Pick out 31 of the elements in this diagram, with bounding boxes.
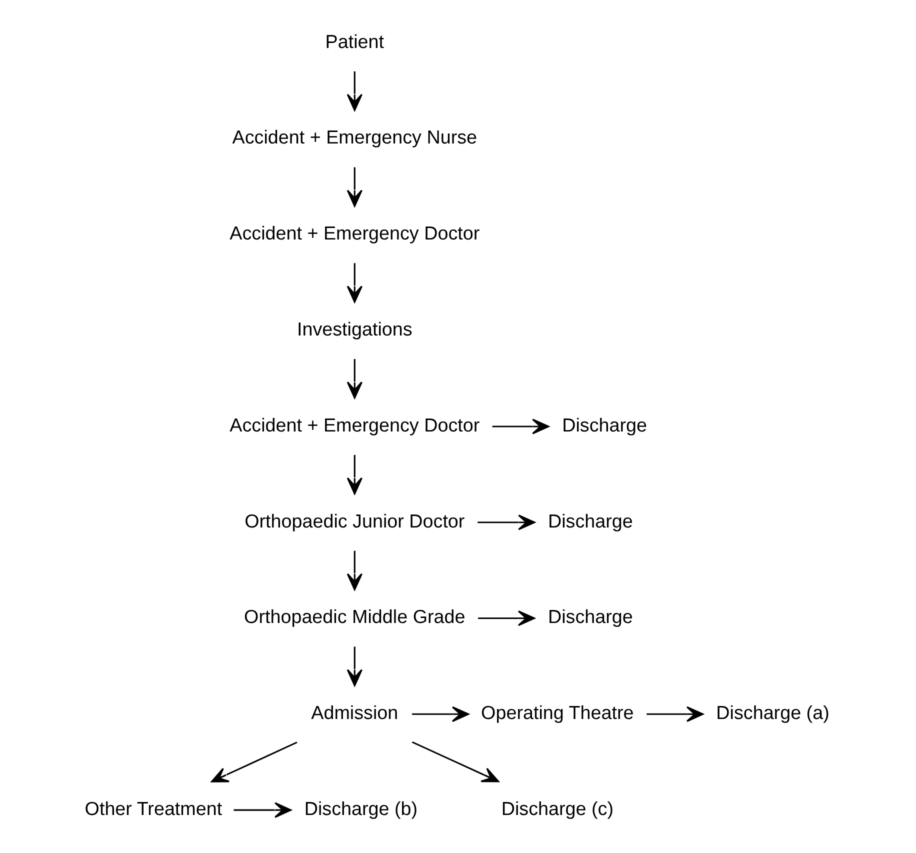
node-text: Orthopaedic Junior Doctor	[244, 510, 465, 532]
arrow	[346, 454, 363, 495]
node-text: Discharge	[548, 606, 633, 628]
node-text: Accident + Emergency Doctor	[230, 414, 480, 436]
arrow	[346, 71, 363, 111]
arrow	[478, 514, 536, 530]
node-text: Discharge	[562, 414, 648, 436]
node-text: Discharge (c)	[501, 798, 614, 819]
arrow	[478, 610, 536, 626]
arrow	[234, 802, 292, 818]
arrow	[492, 418, 550, 434]
node-text: Orthopaedic Middle Grade	[244, 606, 466, 628]
arrow	[346, 359, 363, 399]
node-text: Discharge (b)	[304, 798, 418, 819]
arrow	[346, 550, 363, 590]
arrow	[346, 263, 363, 303]
arrow	[346, 646, 363, 686]
arrow	[646, 706, 704, 722]
arrow	[412, 741, 500, 782]
node-text: Discharge	[548, 510, 633, 532]
node-text: Patient	[325, 30, 384, 52]
node-text: Accident + Emergency Nurse	[232, 126, 478, 148]
node-text: Investigations	[296, 318, 412, 340]
node-text: Other Treatment	[84, 798, 222, 819]
arrow	[412, 706, 470, 722]
node-text: Accident + Emergency Doctor	[230, 222, 480, 244]
node-text: Discharge (a)	[716, 702, 830, 724]
node-text: Operating Theatre	[481, 702, 634, 724]
arrow	[211, 742, 298, 782]
arrow	[346, 167, 363, 207]
node-text: Admission	[311, 702, 398, 724]
